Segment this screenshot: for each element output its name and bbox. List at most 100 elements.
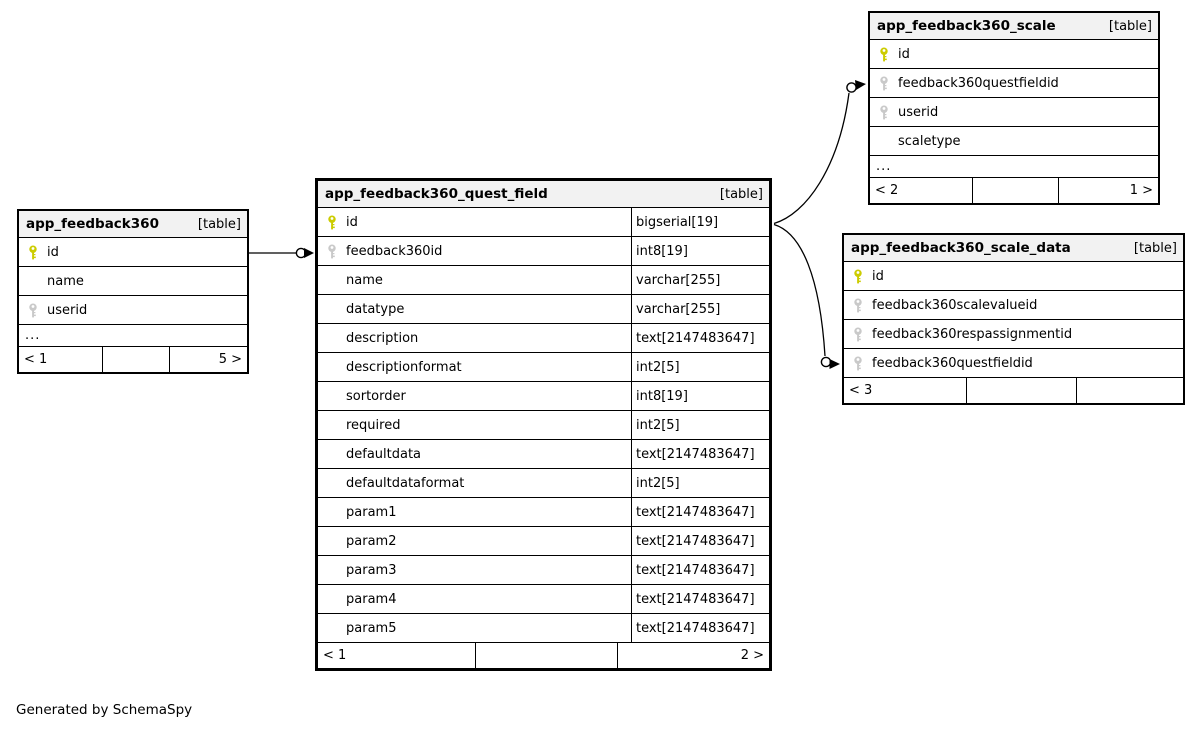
table-title[interactable]: app_feedback360_scale [877,18,1056,34]
column-type: text[2147483647] [631,585,769,613]
key-icon-placeholder [879,134,898,149]
arrowhead-icon [829,359,840,369]
column-row: userid [870,98,1158,127]
column-name: feedback360scalevalueid [872,297,1038,313]
ellipsis-text: ... [25,328,41,343]
column-type: text[2147483647] [631,498,769,526]
table-header[interactable]: app_feedback360_quest_field [table] [318,181,769,208]
column-type: varchar[255] [631,295,769,323]
generator-credit: Generated by SchemaSpy [16,702,193,718]
column-name: feedback360id [346,243,443,259]
column-row: descriptionformat int2[5] [318,353,769,382]
column-name: id [872,268,884,284]
table-title[interactable]: app_feedback360_scale_data [851,240,1071,256]
column-type: int2[5] [631,469,769,497]
column-type: varchar[255] [631,266,769,294]
column-row: userid [19,296,247,325]
primary-key-icon [327,215,346,230]
column-row: required int2[5] [318,411,769,440]
column-name: name [47,273,84,289]
table-card-app-feedback360-scale-data: app_feedback360_scale_data [table] id fe… [842,233,1185,405]
footer-parent-count: < 3 [849,383,873,398]
column-type: int8[19] [631,237,769,265]
crow-circle-icon [820,356,832,368]
foreign-key-icon [879,105,898,120]
column-name: userid [47,302,88,318]
table-title[interactable]: app_feedback360_quest_field [325,186,548,202]
column-type: text[2147483647] [631,324,769,352]
column-name: datatype [346,301,405,317]
column-row: param5 text[2147483647] [318,614,769,643]
column-name: userid [898,104,939,120]
primary-key-icon [853,269,872,284]
column-row: description text[2147483647] [318,324,769,353]
table-header[interactable]: app_feedback360_scale_data [table] [844,235,1183,262]
column-name: feedback360questfieldid [872,355,1033,371]
column-type: text[2147483647] [631,527,769,555]
key-icon-placeholder [327,505,346,520]
column-name: name [346,272,383,288]
column-type: text[2147483647] [631,440,769,468]
key-icon-placeholder [327,331,346,346]
column-name: id [898,46,910,62]
column-row: feedback360scalevalueid [844,291,1183,320]
foreign-key-icon [879,76,898,91]
table-header[interactable]: app_feedback360_scale [table] [870,13,1158,40]
column-name: param2 [346,533,397,549]
column-name: param1 [346,504,397,520]
foreign-key-icon [853,298,872,313]
column-row: param2 text[2147483647] [318,527,769,556]
table-card-app-feedback360-quest-field: app_feedback360_quest_field [table] id b… [315,178,772,671]
footer-parent-count: < 1 [323,648,347,663]
column-name: id [47,244,59,260]
column-type: int2[5] [631,353,769,381]
column-name: required [346,417,401,433]
table-type-tag: [table] [1108,18,1152,34]
table-footer: < 2 1 > [870,178,1158,203]
footer-parent-count: < 1 [24,352,48,367]
column-row: datatype varchar[255] [318,295,769,324]
table-header[interactable]: app_feedback360 [table] [19,211,247,238]
table-type-tag: [table] [197,216,241,232]
table-footer: < 3 [844,378,1183,403]
key-icon-placeholder [327,360,346,375]
column-row: scaletype [870,127,1158,156]
foreign-key-icon [327,244,346,259]
footer-spacer [102,347,169,372]
table-card-app-feedback360-scale: app_feedback360_scale [table] id feedbac… [868,11,1160,205]
column-row: feedback360questfieldid [870,69,1158,98]
column-row: defaultdataformat int2[5] [318,469,769,498]
table-card-app-feedback360: app_feedback360 [table] id name userid .… [17,209,249,374]
column-name: param3 [346,562,397,578]
column-type: text[2147483647] [631,614,769,642]
footer-child-count: 2 > [617,643,769,668]
column-name: sortorder [346,388,406,404]
key-icon-placeholder [327,534,346,549]
table-type-tag: [table] [719,186,763,202]
key-icon-placeholder [327,389,346,404]
key-icon-placeholder [327,418,346,433]
column-name: param5 [346,620,397,636]
footer-spacer [475,643,617,668]
table-title[interactable]: app_feedback360 [26,216,159,232]
column-row: feedback360id int8[19] [318,237,769,266]
column-name: defaultdataformat [346,475,465,491]
relationship-line-questfield-scaledata [773,223,826,357]
column-row: feedback360questfieldid [844,349,1183,378]
column-name: feedback360questfieldid [898,75,1059,91]
key-icon-placeholder [327,447,346,462]
column-type: bigserial[19] [631,208,769,236]
table-type-tag: [table] [1133,240,1177,256]
column-name: scaletype [898,133,961,149]
footer-child-count: 5 > [169,347,247,372]
column-row: param3 text[2147483647] [318,556,769,585]
footer-child-count: 1 > [1058,178,1158,203]
footer-spacer [972,178,1058,203]
column-name: param4 [346,591,397,607]
more-columns-ellipsis: ... [870,156,1158,178]
column-type: int2[5] [631,411,769,439]
column-name: description [346,330,419,346]
column-name: descriptionformat [346,359,462,375]
arrowhead-icon [855,80,866,90]
